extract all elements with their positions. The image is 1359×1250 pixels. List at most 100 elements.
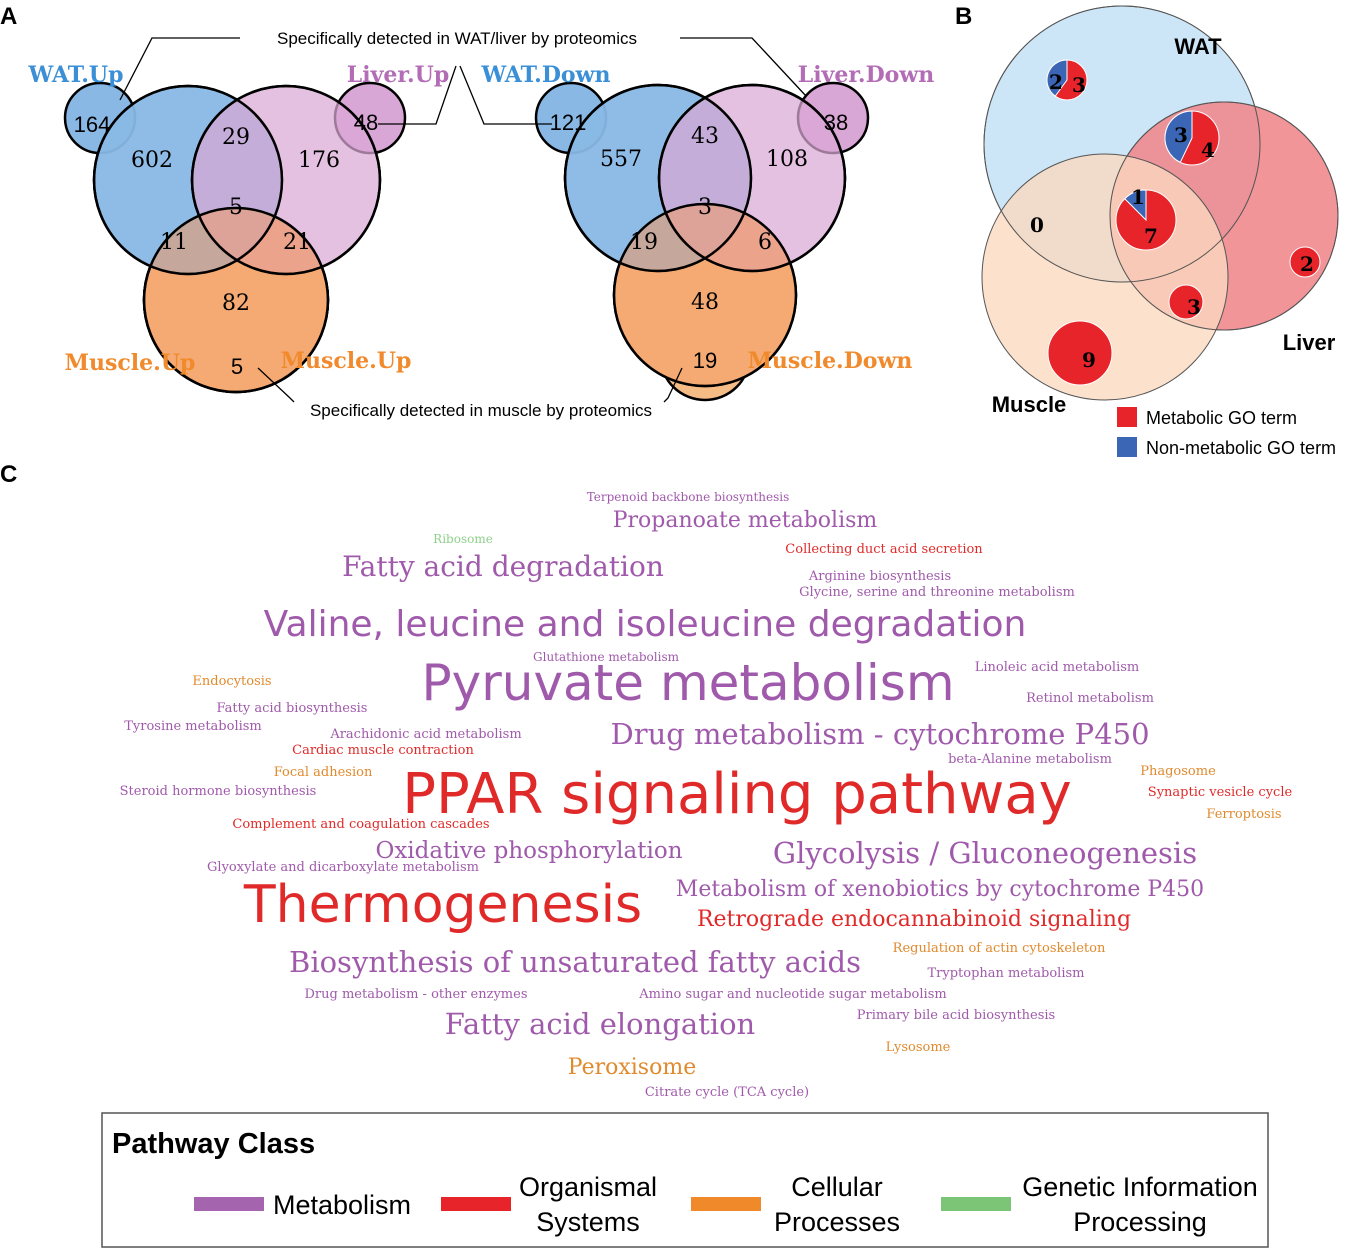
pie-non-metabolic-count: 1 — [1131, 185, 1145, 209]
label-muscle-up-right: Muscle.Up — [281, 348, 412, 374]
pie-metabolic-count: 3 — [1187, 295, 1201, 319]
panel-a: A 164 48 5 602 176 29 5 11 21 82 WAT. — [0, 3, 934, 420]
legend-cellular-swatch — [691, 1197, 761, 1211]
word-14: Tyrosine metabolism — [124, 719, 262, 734]
pie-metabolic-count: 2 — [1300, 252, 1314, 276]
word-36: Amino sugar and nucleotide sugar metabol… — [638, 987, 946, 1002]
legend-metabolic-swatch — [1117, 407, 1137, 427]
legend-non-metabolic: Non-metabolic GO term — [1146, 438, 1336, 458]
pie-2: 71 — [1115, 185, 1177, 251]
word-32: Regulation of actin cytoskeleton — [893, 941, 1106, 956]
word-8: Glutathione metabolism — [533, 650, 680, 664]
label-wat-down: WAT.Down — [480, 62, 610, 88]
word-18: beta-Alanine metabolism — [948, 752, 1112, 767]
pie-3: 2 — [1289, 246, 1321, 278]
word-39: Lysosome — [886, 1040, 951, 1055]
panel-a-label: A — [0, 3, 17, 30]
count-wat-liver-up: 29 — [222, 125, 250, 150]
pie-metabolic-count: 4 — [1201, 138, 1215, 162]
word-24: Ferroptosis — [1206, 807, 1281, 822]
panel-b-label: B — [955, 3, 972, 30]
pie-non-metabolic-slice — [1046, 59, 1068, 97]
legend-organismal-label-1: Organismal — [519, 1172, 657, 1202]
word-23: Synaptic vesicle cycle — [1148, 785, 1293, 800]
legend-genetic-label-2: Processing — [1073, 1207, 1207, 1237]
label-muscle-down: Muscle.Down — [748, 348, 913, 374]
pie-0: 32 — [1046, 59, 1088, 101]
legend-cellular-label-1: Cellular — [791, 1172, 883, 1202]
leader-lines — [119, 37, 807, 403]
label-muscle-up-left: Muscle.Up — [65, 350, 196, 376]
word-16: Drug metabolism - cytochrome P450 — [610, 717, 1149, 751]
word-3: Collecting duct acid secretion — [785, 542, 983, 557]
pie-non-metabolic-count: 3 — [1174, 123, 1188, 147]
legend-cellular-label-2: Processes — [774, 1207, 900, 1237]
word-11: Pyruvate metabolism — [421, 654, 954, 712]
label-liver: Liver — [1283, 330, 1336, 355]
word-27: Glycolysis / Gluconeogenesis — [773, 836, 1197, 870]
pie-metabolic-count: 7 — [1144, 224, 1158, 248]
count-wat-down-proteomics: 121 — [550, 110, 587, 135]
word-4: Fatty acid degradation — [342, 550, 664, 583]
legend-metabolism-swatch — [194, 1197, 264, 1211]
pie-metabolic-slice — [1047, 320, 1113, 386]
count-liver-muscle-down: 6 — [758, 230, 772, 255]
count-liver-down-proteomics: 38 — [824, 110, 848, 135]
word-10: Endocytosis — [192, 674, 271, 689]
word-35: Drug metabolism - other enzymes — [305, 987, 528, 1002]
legend-genetic-label-1: Genetic Information — [1022, 1172, 1258, 1202]
legend-organismal-label-2: Systems — [536, 1207, 640, 1237]
word-40: Peroxisome — [568, 1055, 696, 1080]
label-wat: WAT — [1174, 34, 1222, 59]
panel-c: C Terpenoid backbone biosynthesisPropano… — [0, 461, 1293, 1248]
count-wat-muscle-up: 11 — [160, 230, 188, 255]
count-all-down: 3 — [698, 195, 712, 220]
legend-organismal-swatch — [441, 1197, 511, 1211]
word-9: Linoleic acid metabolism — [975, 660, 1140, 675]
word-31: Retrograde endocannabinoid signaling — [697, 907, 1131, 932]
note-wat-liver-proteomics: Specifically detected in WAT/liver by pr… — [277, 29, 637, 48]
count-wat-liver-down: 43 — [691, 124, 719, 149]
word-41: Citrate cycle (TCA cycle) — [645, 1085, 809, 1100]
word-17: Cardiac muscle contraction — [292, 743, 474, 758]
label-muscle: Muscle — [992, 392, 1067, 417]
word-0: Terpenoid backbone biosynthesis — [587, 490, 790, 504]
word-13: Fatty acid biosynthesis — [217, 701, 368, 716]
word-37: Primary bile acid biosynthesis — [857, 1008, 1055, 1023]
word-6: Glycine, serine and threonine metabolism — [799, 585, 1075, 600]
count-muscle-up: 82 — [222, 291, 250, 316]
word-7: Valine, leucine and isoleucine degradati… — [264, 604, 1027, 645]
word-28: Glyoxylate and dicarboxylate metabolism — [207, 860, 479, 875]
count-muscle-down: 48 — [691, 290, 719, 315]
pathway-class-legend: Pathway Class Metabolism Organismal Syst… — [101, 1112, 1269, 1248]
word-1: Propanoate metabolism — [613, 508, 878, 533]
legend-genetic-swatch — [941, 1197, 1011, 1211]
pie-metabolic-slice — [1168, 284, 1204, 320]
pie-metabolic-count: 9 — [1082, 348, 1096, 372]
count-liver-up-proteomics: 48 — [354, 110, 378, 135]
word-34: Tryptophan metabolism — [927, 966, 1084, 981]
label-liver-down: Liver.Down — [798, 62, 935, 88]
pie-non-metabolic-count: 2 — [1049, 70, 1063, 94]
count-muscle-down-proteomics: 19 — [693, 348, 717, 373]
legend-title: Pathway Class — [112, 1128, 315, 1160]
word-21: PPAR signaling pathway — [402, 762, 1072, 827]
word-33: Biosynthesis of unsaturated fatty acids — [289, 945, 861, 979]
label-wat-up: WAT.Up — [28, 62, 124, 88]
word-30: Metabolism of xenobiotics by cytochrome … — [676, 877, 1204, 902]
word-19: Focal adhesion — [274, 765, 373, 780]
count-wat-up-proteomics: 164 — [74, 112, 111, 137]
pie-non-metabolic-slice — [1124, 189, 1147, 222]
venn-up: 164 48 5 602 176 29 5 11 21 82 WAT.Up Li… — [28, 62, 449, 394]
word-12: Retinol metabolism — [1026, 691, 1154, 706]
count-liver-down: 108 — [766, 147, 808, 172]
note-muscle-proteomics: Specifically detected in muscle by prote… — [310, 401, 652, 420]
count-wat-up: 602 — [131, 148, 173, 173]
panel-c-label: C — [0, 461, 17, 488]
count-wat-muscle-down: 19 — [630, 230, 658, 255]
pie-1: 43 — [1164, 110, 1220, 166]
count-muscle-up-proteomics: 5 — [231, 354, 243, 379]
